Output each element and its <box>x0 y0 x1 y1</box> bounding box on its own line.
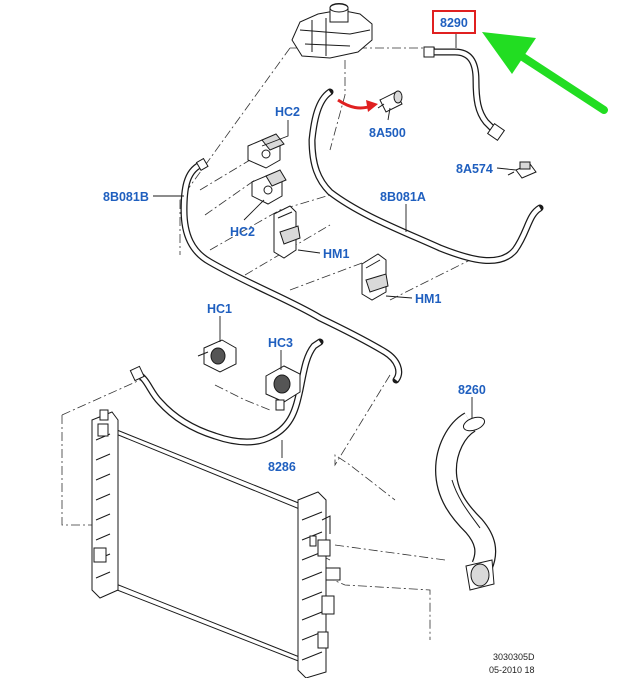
green-indicator-arrow <box>482 32 608 114</box>
hose-8286 <box>129 338 324 446</box>
hose-8B081A <box>308 88 544 265</box>
clip-hc2-top <box>247 133 285 169</box>
radiator <box>91 409 341 678</box>
clip-hc2-mid <box>251 169 287 205</box>
date-code: 05-2010 18 <box>489 665 535 675</box>
label-8B081A: 8B081A <box>380 190 426 204</box>
label-hc3: HC3 <box>268 336 293 350</box>
bracket-hm1-right <box>361 253 389 301</box>
label-8A574: 8A574 <box>456 162 493 176</box>
hose-8290 <box>423 46 506 142</box>
highlight-box <box>432 10 476 34</box>
label-8A500: 8A500 <box>369 126 406 140</box>
label-8290: 8290 <box>440 16 468 30</box>
label-8260: 8260 <box>458 383 486 397</box>
label-hm1-right: HM1 <box>415 292 441 306</box>
leader-lines <box>153 32 517 458</box>
connector-8A500 <box>377 90 403 113</box>
sensor-8A574 <box>507 161 537 179</box>
hose-8260 <box>434 412 497 591</box>
hose-8B081B <box>180 157 403 384</box>
label-8286: 8286 <box>268 460 296 474</box>
red-curved-arrow <box>337 98 378 112</box>
label-hc2-mid: HC2 <box>230 225 255 239</box>
drawing-number: 3030305D <box>493 652 535 662</box>
clip-hc3 <box>265 365 301 411</box>
label-8B081B: 8B081B <box>103 190 149 204</box>
expansion-tank <box>291 3 373 59</box>
label-hc2-top: HC2 <box>275 105 300 119</box>
bracket-hm1-left <box>273 205 301 259</box>
label-hm1-left: HM1 <box>323 247 349 261</box>
clip-hc1 <box>197 339 237 373</box>
label-hc1: HC1 <box>207 302 232 316</box>
